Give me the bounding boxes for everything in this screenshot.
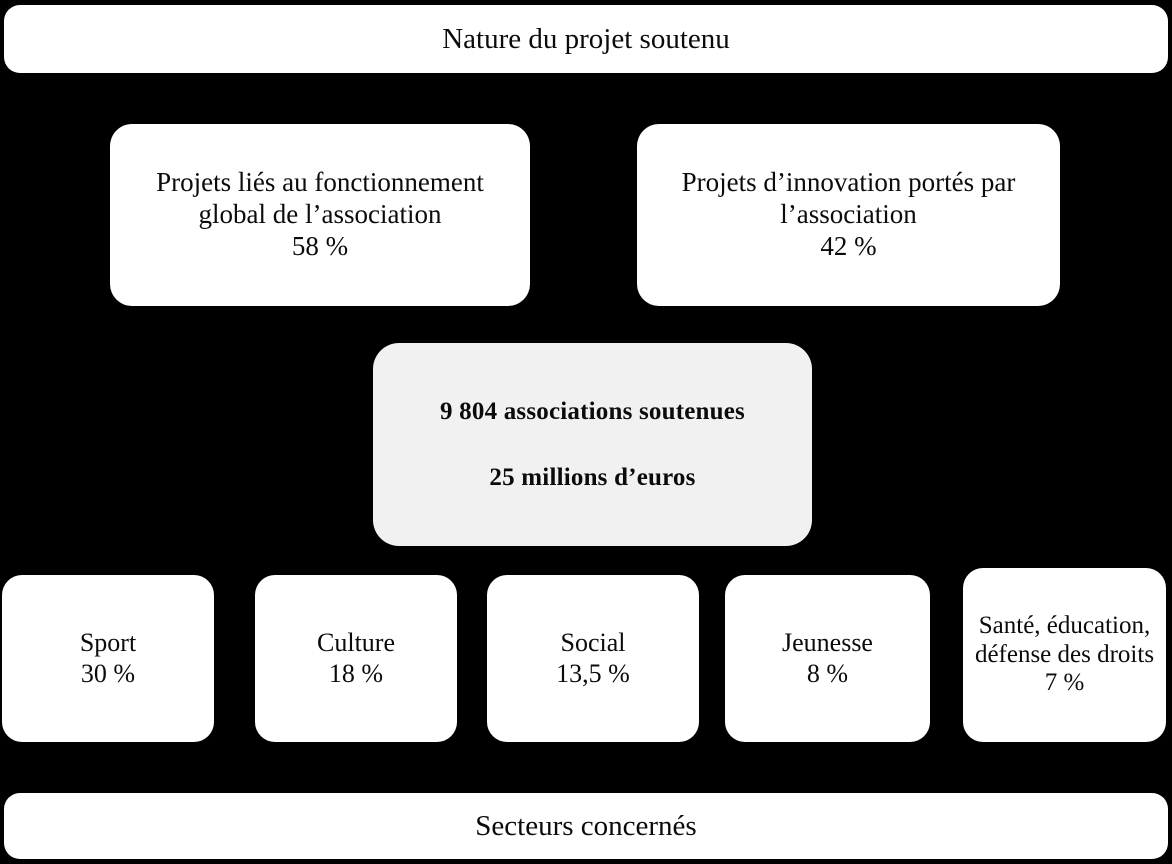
sector-percent: 18 % — [328, 658, 384, 688]
nature-card-fonctionnement-global: Projets liés au fonctionnement global de… — [110, 124, 530, 306]
associations-soutenues-stat: 9 804 associations soutenues — [440, 398, 745, 425]
montant-euros-stat: 25 millions d’euros — [489, 463, 696, 491]
nature-card-label: Projets liés au fonctionnement global de… — [156, 167, 484, 230]
sector-name: Culture — [317, 627, 395, 657]
sector-card-sante-education-defense-des-droits: Santé, éducation, défense des droits 7 % — [963, 568, 1166, 742]
nature-card-innovation: Projets d’innovation portés par l’associ… — [637, 124, 1060, 306]
sector-name: Jeunesse — [782, 627, 873, 657]
sector-name: Sport — [79, 627, 137, 657]
nature-card-percent: 58 % — [291, 230, 349, 261]
nature-card-percent: 42 % — [820, 230, 877, 261]
sector-card-jeunesse: Jeunesse 8 % — [725, 575, 930, 742]
top-banner-nature-du-projet: Nature du projet soutenu — [4, 5, 1168, 73]
bottom-banner-secteurs-concernes: Secteurs concernés — [4, 793, 1168, 859]
sector-name: Social — [560, 627, 626, 657]
sector-percent: 7 % — [1044, 669, 1085, 697]
sector-percent: 13,5 % — [556, 658, 630, 688]
sector-percent: 30 % — [80, 658, 136, 688]
sector-name: Santé, éducation, défense des droits — [974, 612, 1155, 668]
sector-percent: 8 % — [806, 658, 849, 688]
nature-card-label: Projets d’innovation portés par l’associ… — [681, 167, 1016, 230]
sector-card-culture: Culture 18 % — [255, 575, 457, 742]
top-banner-label: Nature du projet soutenu — [442, 22, 730, 55]
center-summary-card: 9 804 associations soutenues 25 millions… — [373, 343, 812, 546]
sector-card-social: Social 13,5 % — [487, 575, 699, 742]
sector-card-sport: Sport 30 % — [2, 575, 214, 742]
bottom-banner-label: Secteurs concernés — [475, 809, 697, 842]
